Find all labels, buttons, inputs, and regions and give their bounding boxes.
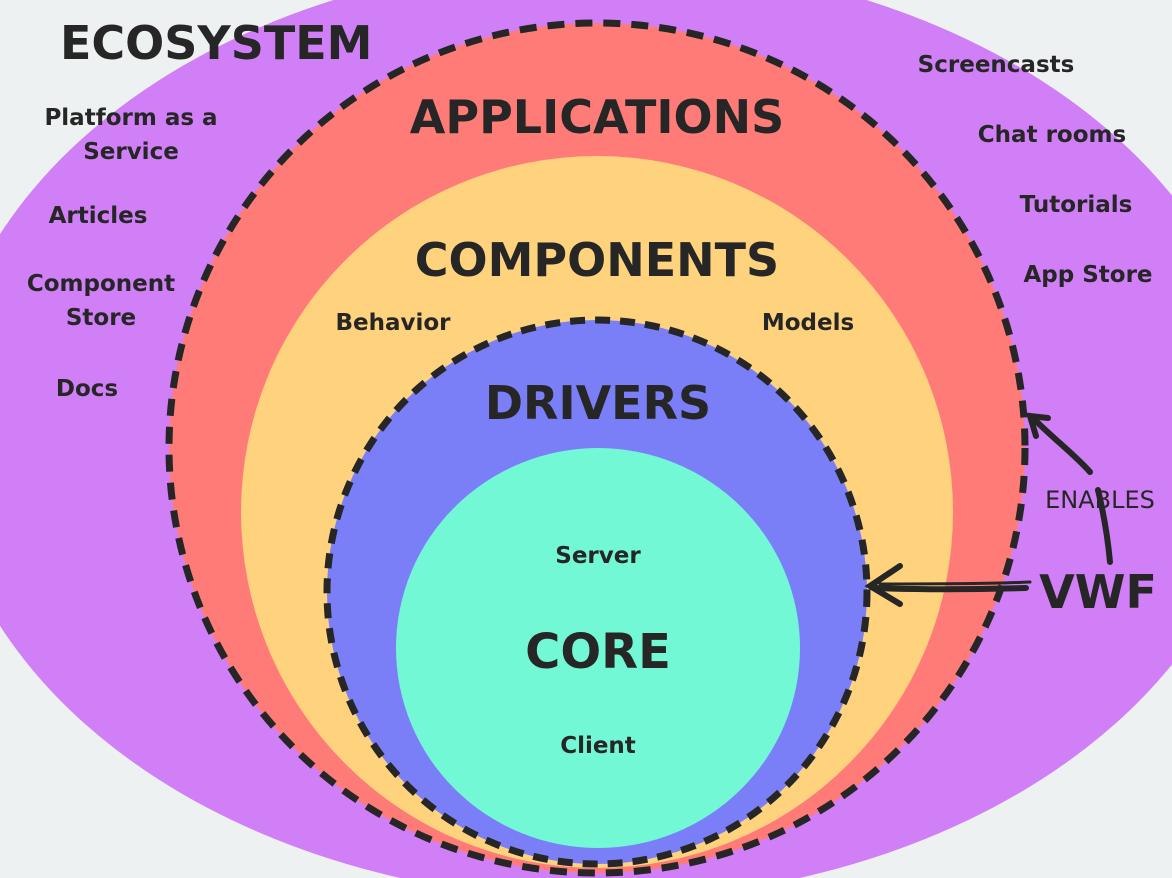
ecosystem-item-component-store-line1: Component xyxy=(27,271,175,297)
drivers-title: DRIVERS xyxy=(485,376,711,430)
ecosystem-item-docs: Docs xyxy=(56,376,118,402)
ecosystem-item-articles: Articles xyxy=(49,203,148,229)
ecosystem-item-tutorials: Tutorials xyxy=(1020,192,1133,218)
ecosystem-item-chat-rooms: Chat rooms xyxy=(978,122,1126,148)
vwf-label: VWF xyxy=(1039,565,1157,619)
core-title: CORE xyxy=(525,624,671,680)
arrow-to-drivers-icon xyxy=(864,563,1032,607)
applications-dashed-border xyxy=(165,19,1029,877)
ecosystem-item-screencasts: Screencasts xyxy=(918,52,1075,78)
ecosystem-title: ECOSYSTEM xyxy=(60,16,372,70)
ecosystem-item-platform-line1: Platform as a xyxy=(44,105,217,131)
ecosystem-item-app-store: App Store xyxy=(1023,262,1152,288)
components-item-behavior: Behavior xyxy=(335,310,451,336)
core-circle xyxy=(396,448,800,848)
components-title: COMPONENTS xyxy=(415,233,779,287)
drivers-dashed-border xyxy=(323,316,871,868)
ecosystem-item-component-store-line2: Store xyxy=(66,305,136,331)
core-item-client: Client xyxy=(560,733,636,759)
ecosystem-item-platform-line2: Service xyxy=(83,139,179,165)
applications-title: APPLICATIONS xyxy=(410,90,784,144)
arrow-to-applications-icon xyxy=(1025,412,1113,565)
core-item-server: Server xyxy=(555,543,641,569)
components-item-models: Models xyxy=(762,310,854,336)
